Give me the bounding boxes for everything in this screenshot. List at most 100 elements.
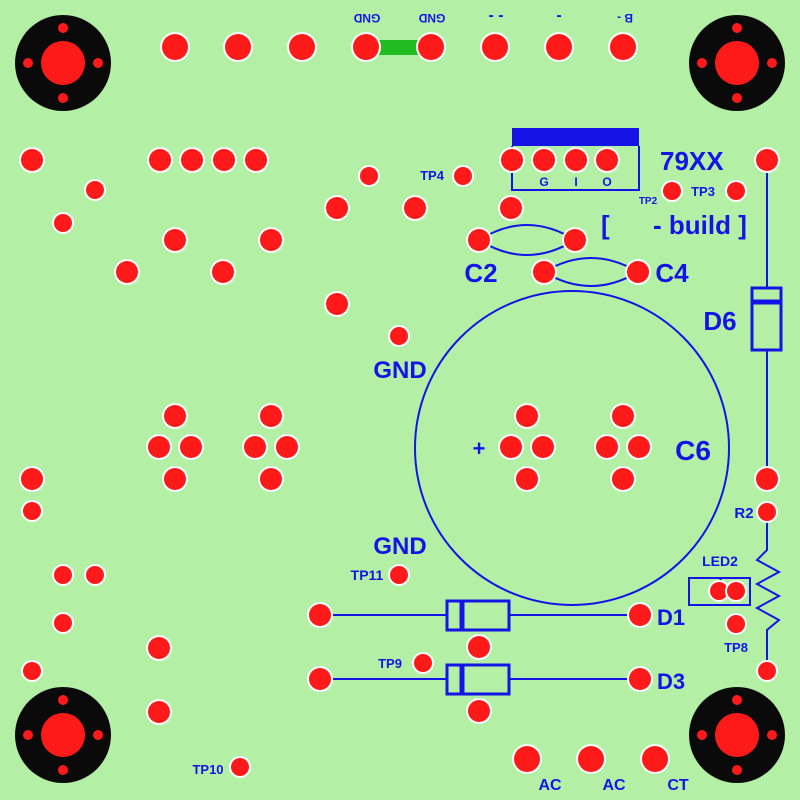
pad [353, 34, 379, 60]
pad [164, 229, 186, 251]
pad [642, 746, 668, 772]
pad [629, 668, 651, 690]
pad [86, 181, 104, 199]
pad [533, 149, 555, 171]
label-tp2: TP2 [639, 196, 658, 207]
pad [148, 436, 170, 458]
pad [468, 700, 490, 722]
pad [756, 149, 778, 171]
mounting-hole-top-right [689, 15, 785, 111]
label-tp9: TP9 [378, 656, 402, 671]
pad [148, 701, 170, 723]
pad [482, 34, 508, 60]
pad [326, 197, 348, 219]
pad [149, 149, 171, 171]
pad [454, 167, 472, 185]
pad [468, 636, 490, 658]
pad [628, 436, 650, 458]
pad [164, 468, 186, 490]
d1-body [445, 599, 511, 632]
bottom-label-ac-1: AC [538, 777, 562, 794]
regulator-part-label: 79XX [660, 146, 724, 176]
c4-outline [542, 257, 640, 287]
pad [360, 167, 378, 185]
pad [164, 405, 186, 427]
bottom-label-ct: CT [667, 777, 689, 794]
mounting-hole-bottom-right [689, 687, 785, 783]
pad [468, 229, 490, 251]
pad [116, 261, 138, 283]
labels: GND GND - - - B - 79XX G I O [ - build ]… [192, 7, 753, 794]
top-label-b-minus: B - [617, 11, 633, 25]
pad [532, 436, 554, 458]
pad [578, 746, 604, 772]
pad [710, 582, 728, 600]
label-tp8: TP8 [724, 640, 748, 655]
silkscreen [320, 128, 783, 696]
gnd-jumper [366, 40, 432, 55]
label-tp11: TP11 [351, 567, 384, 583]
pad [23, 662, 41, 680]
net-label-gnd-lower: GND [373, 533, 426, 560]
pad [244, 436, 266, 458]
pad [500, 197, 522, 219]
pad [309, 668, 331, 690]
net-label-gnd-upper: GND [373, 357, 426, 384]
pad [758, 503, 776, 521]
pad [516, 405, 538, 427]
r2-outline [754, 512, 782, 670]
pad [390, 327, 408, 345]
c6-outline [414, 290, 730, 606]
label-tp3: TP3 [691, 184, 715, 199]
led2-outline [688, 577, 751, 606]
pad [213, 149, 235, 171]
pad [596, 149, 618, 171]
pad [564, 229, 586, 251]
pad [231, 758, 249, 776]
pad [309, 604, 331, 626]
pad [612, 405, 634, 427]
mounting-hole-bottom-left [15, 687, 111, 783]
pad [180, 436, 202, 458]
pad [289, 34, 315, 60]
regulator-body [512, 128, 639, 146]
pad [565, 149, 587, 171]
top-label-minus-single: - [556, 7, 561, 24]
pad [514, 746, 540, 772]
regulator-pin-g: G [539, 175, 548, 189]
label-tp4: TP4 [420, 168, 445, 183]
pad [162, 34, 188, 60]
pad [148, 637, 170, 659]
d6-body [750, 286, 783, 352]
pad [629, 604, 651, 626]
pad [500, 436, 522, 458]
label-c4: C4 [655, 258, 689, 288]
pad [390, 566, 408, 584]
pad [727, 182, 745, 200]
pad [418, 34, 444, 60]
label-c2: C2 [464, 258, 497, 288]
pad [245, 149, 267, 171]
pads [19, 32, 780, 778]
pad [54, 214, 72, 232]
pad [86, 566, 104, 584]
c2-outline [477, 224, 577, 256]
pad [260, 405, 282, 427]
label-d6: D6 [703, 306, 736, 336]
pad [516, 468, 538, 490]
top-label-minus-double: - - [488, 7, 503, 24]
pad [54, 614, 72, 632]
label-led2: LED2 [702, 553, 738, 569]
pad [756, 468, 778, 490]
pad [276, 436, 298, 458]
build-note: [ - build ] [601, 210, 747, 240]
top-label-gnd-1: GND [353, 11, 380, 25]
top-label-gnd-2: GND [418, 11, 445, 25]
pad [404, 197, 426, 219]
label-tp10: TP10 [192, 762, 223, 777]
pad [225, 34, 251, 60]
label-r2: R2 [734, 505, 753, 522]
pad [23, 502, 41, 520]
pad [326, 293, 348, 315]
c6-polarity-mark: + [473, 436, 486, 461]
